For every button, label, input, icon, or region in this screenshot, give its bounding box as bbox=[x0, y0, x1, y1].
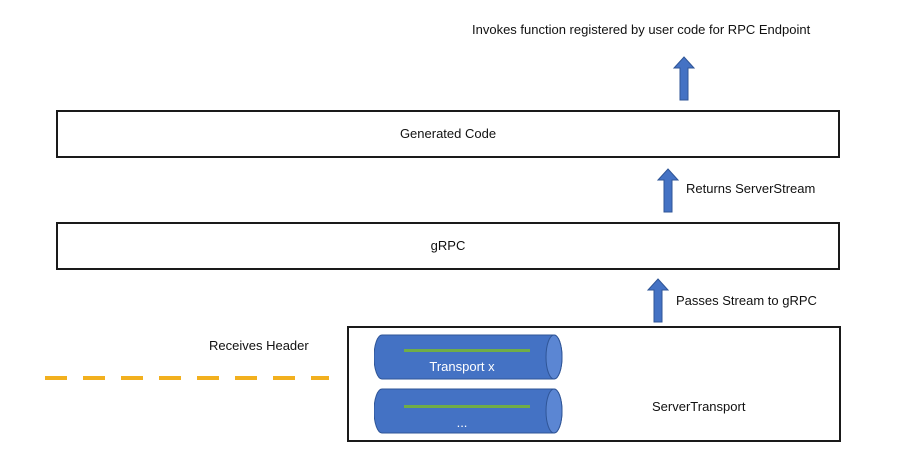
grpc-label: gRPC bbox=[430, 238, 466, 253]
up-arrow-icon bbox=[656, 168, 680, 213]
up-arrow-icon bbox=[646, 278, 670, 323]
generated-code-layer: Generated Code bbox=[56, 110, 840, 158]
generated-code-label: Generated Code bbox=[399, 126, 497, 141]
transport-x-label: Transport x bbox=[429, 359, 495, 374]
passes-stream-label: Passes Stream to gRPC bbox=[676, 293, 817, 308]
transport-ellipsis-label: ... bbox=[456, 415, 468, 430]
up-arrow-icon bbox=[672, 56, 696, 101]
header-dashed-line bbox=[45, 376, 329, 380]
returns-server-stream-label: Returns ServerStream bbox=[686, 181, 816, 196]
receives-header-label: Receives Header bbox=[209, 338, 309, 353]
transport-cylinder bbox=[374, 334, 563, 380]
transport-cylinder bbox=[374, 388, 563, 434]
server-transport-label: ServerTransport bbox=[652, 399, 746, 414]
top-annotation: Invokes function registered by user code… bbox=[472, 22, 811, 37]
grpc-layer: gRPC bbox=[56, 222, 840, 270]
